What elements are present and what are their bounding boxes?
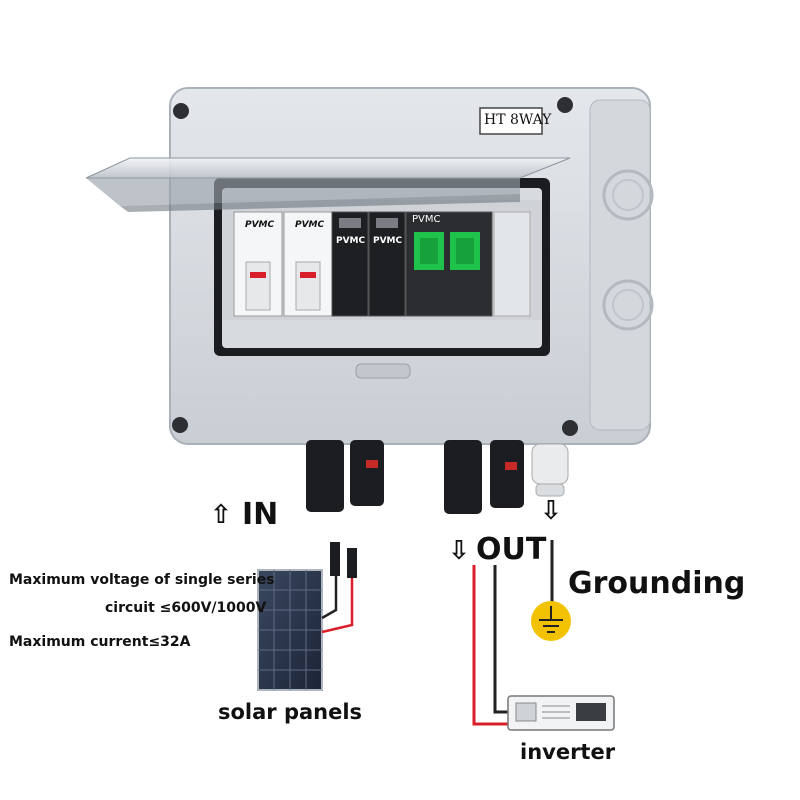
in-arrow-icon: ⇧ xyxy=(210,500,232,530)
breaker-brand: PVMC xyxy=(412,214,441,225)
voltage-spec-line1: Maximum voltage of single series xyxy=(9,572,275,588)
surge-protector-2 xyxy=(368,211,406,317)
grounding-label: Grounding xyxy=(568,566,746,601)
screw-icon xyxy=(557,97,573,113)
output-wires xyxy=(472,565,510,726)
screw-icon xyxy=(172,417,188,433)
mc4-connectors xyxy=(306,440,524,514)
out-arrow-icon: ⇩ xyxy=(448,536,470,566)
fuse-holder-1 xyxy=(233,211,283,317)
spd-brand-2: PVMC xyxy=(373,236,403,246)
ground-icon xyxy=(531,601,571,641)
in-label: IN xyxy=(242,497,279,532)
out-label: OUT xyxy=(476,532,547,567)
blank-slot xyxy=(493,211,531,317)
screw-icon xyxy=(562,420,578,436)
current-spec: Maximum current≤32A xyxy=(9,634,191,650)
voltage-spec-line2: circuit ≤600V/1000V xyxy=(105,600,267,616)
panel-cables xyxy=(321,542,357,634)
fuse-brand-1: PVMC xyxy=(245,220,275,230)
dc-breaker xyxy=(405,211,493,317)
inverter-device xyxy=(507,695,615,731)
transparent-lid xyxy=(85,157,571,212)
solar-panels-label: solar panels xyxy=(218,700,363,724)
cable-gland xyxy=(531,443,569,497)
spd-brand-1: PVMC xyxy=(336,236,366,246)
fuse-holder-2 xyxy=(283,211,333,317)
screw-icon xyxy=(173,103,189,119)
surge-protector-1 xyxy=(331,211,369,317)
lid-latch xyxy=(355,363,411,379)
model-tag xyxy=(479,107,543,135)
solar-panel xyxy=(257,569,323,691)
fuse-brand-2: PVMC xyxy=(295,220,325,230)
inverter-label: inverter xyxy=(520,740,616,764)
ground-arrow-icon: ⇩ xyxy=(540,496,562,526)
model-tag-text: HT 8WAY xyxy=(484,112,552,128)
